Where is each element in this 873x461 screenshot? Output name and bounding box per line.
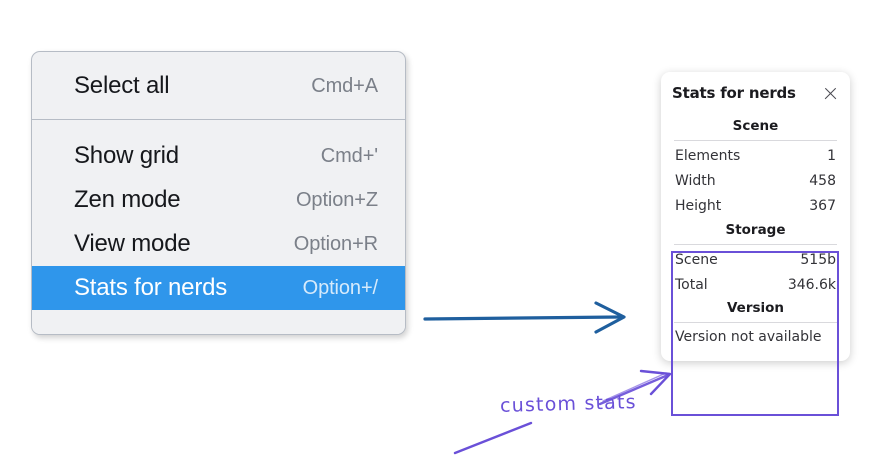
stats-panel-header: Stats for nerds [672,84,839,102]
section-rule [674,243,837,245]
stat-label: Scene [675,251,718,268]
stat-value: 458 [809,172,836,189]
stats-for-nerds-panel: Stats for nerds Scene Elements 1 Width 4… [661,72,850,362]
annotation-label-custom-stats: custom stats [499,391,638,417]
menu-group-1: Select all Cmd+A [32,52,405,119]
stat-row-width: Width 458 [672,169,839,194]
menu-item-shortcut: Option+Z [295,188,378,211]
stats-panel-title: Stats for nerds [672,84,796,102]
stat-label: Width [675,172,716,189]
menu-item-label: Zen mode [74,186,181,213]
menu-item-show-grid[interactable]: Show grid Cmd+' [32,134,405,178]
stat-label: Elements [675,148,741,164]
stat-label: Height [675,197,722,214]
stat-row-elements: Elements 1 [672,144,839,169]
stat-value: 367 [809,197,836,214]
stat-row-storage-scene: Scene 515b [672,248,839,273]
close-icon[interactable] [822,85,839,102]
menu-item-shortcut: Option+R [293,232,378,255]
section-heading-storage: Storage [725,221,786,238]
menu-item-shortcut: Option+/ [302,276,378,299]
menu-item-view-mode[interactable]: View mode Option+R [32,222,405,266]
section-heading-version: Version [726,300,785,317]
purple-underline [453,421,533,455]
menu-item-stats-for-nerds[interactable]: Stats for nerds Option+/ [32,266,405,310]
menu-item-label: Select all [74,72,170,99]
menu-item-label: Stats for nerds [74,274,228,301]
menu-footer-spacer [32,310,405,334]
section-rule [674,322,837,324]
menu-item-label: Show grid [74,142,179,169]
menu-item-select-all[interactable]: Select all Cmd+A [32,64,405,108]
stat-value: 346.6k [787,276,836,293]
menu-item-zen-mode[interactable]: Zen mode Option+Z [32,178,405,222]
stat-row-storage-total: Total 346.6k [672,273,839,298]
section-heading-scene: Scene [732,118,779,134]
menu-item-shortcut: Cmd+' [320,144,378,167]
menu-divider [32,119,405,120]
blue-arrow [423,301,626,334]
stat-row-height: Height 367 [672,194,839,219]
stat-value: 1 [827,148,836,164]
menu-item-shortcut: Cmd+A [311,74,378,97]
menu-group-2: Show grid Cmd+' Zen mode Option+Z View m… [32,120,405,310]
canvas-context-menu[interactable]: Select all Cmd+A Show grid Cmd+' Zen mod… [31,51,406,335]
menu-item-label: View mode [74,230,191,257]
stat-value: 515b [800,251,836,268]
version-text: Version not available [675,329,822,346]
section-rule [674,140,837,141]
stat-label: Total [675,276,708,293]
